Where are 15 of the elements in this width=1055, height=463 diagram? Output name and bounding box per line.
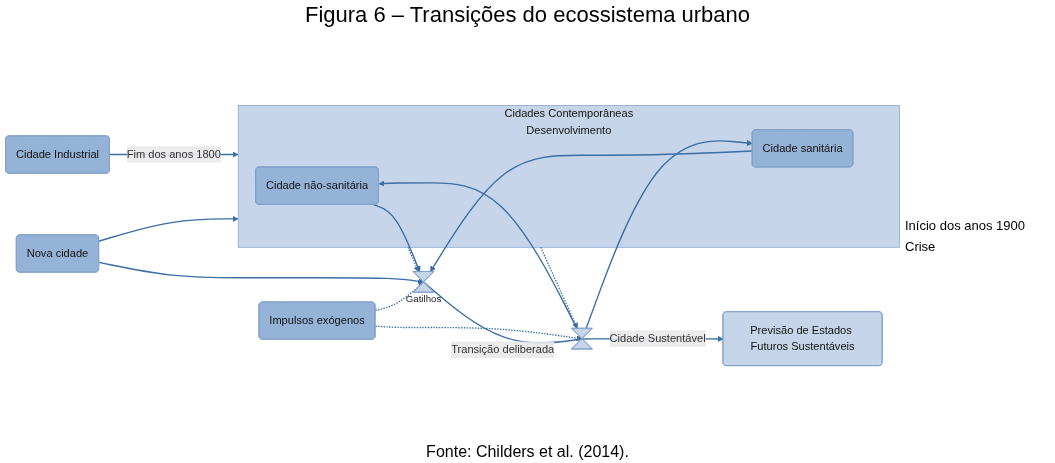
edge-label: Cidade Sustentável: [609, 332, 706, 345]
node-caption: Gatilhos: [405, 292, 442, 304]
figure-title: Figura 6 – Transições do ecossistema urbano: [304, 2, 751, 28]
source-caption: Fonte: Childers et al. (2014).: [426, 443, 629, 461]
note-label: Crise: [905, 238, 937, 254]
note-label: Início dos anos 1900: [905, 217, 1026, 233]
arrow: [585, 139, 753, 330]
arrow: [372, 204, 421, 273]
arrow: [97, 215, 239, 242]
arrow: [430, 150, 754, 273]
arrow: [540, 246, 578, 329]
arrow: [407, 246, 420, 273]
arrow: [378, 180, 578, 330]
edge-label: Transição deliberada: [451, 343, 555, 356]
edge-label: Fim dos anos 1800: [126, 148, 221, 161]
